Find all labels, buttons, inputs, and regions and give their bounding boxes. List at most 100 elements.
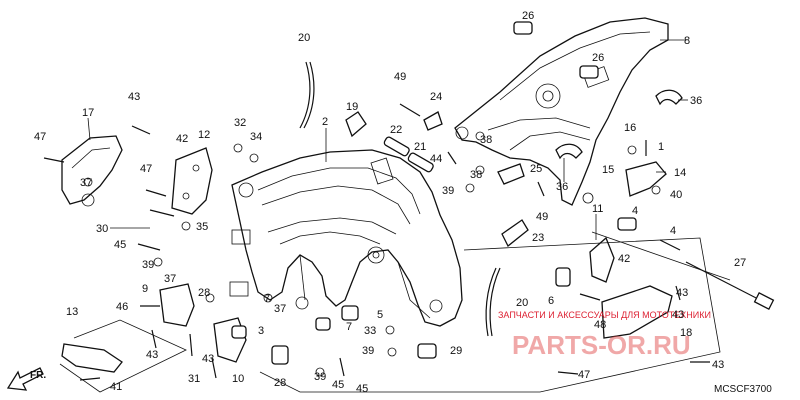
callout-28: 28	[274, 377, 286, 389]
engine-hanger-17	[61, 135, 123, 207]
callout-13: 13	[66, 306, 78, 318]
watermark-text: ЗАПЧАСТИ И АКСЕССУАРЫ ДЛЯ МОТОТЕХНИКИ	[498, 310, 711, 320]
callout-43: 43	[146, 349, 158, 361]
clip-26-top	[513, 21, 533, 35]
bushing-7	[315, 317, 331, 331]
long-bolt-27	[685, 261, 775, 310]
collar-22	[383, 136, 410, 157]
watermark-logo: PARTS-OR.RU	[512, 330, 691, 360]
step-bracket-14	[625, 161, 667, 197]
callout-17: 17	[82, 107, 94, 119]
callout-20: 20	[298, 32, 310, 44]
main-frame	[229, 149, 463, 327]
stay-24	[423, 111, 443, 131]
callout-43: 43	[676, 287, 688, 299]
bracket-plate-12	[171, 147, 213, 215]
callout-47: 47	[140, 163, 152, 175]
callout-22: 22	[390, 124, 402, 136]
bushing-4	[617, 217, 637, 231]
clip-19	[345, 111, 367, 138]
hanger-11	[589, 236, 615, 283]
callout-3: 3	[258, 325, 264, 337]
callout-18: 18	[680, 327, 692, 339]
callout-37: 37	[274, 303, 286, 315]
clamp-36-right	[655, 89, 683, 106]
callout-49: 49	[536, 211, 548, 223]
callout-5: 5	[377, 309, 383, 321]
callout-40: 40	[670, 189, 682, 201]
callout-39: 39	[142, 259, 154, 271]
callout-14: 14	[674, 167, 686, 179]
callout-21: 21	[414, 141, 426, 153]
callout-4: 4	[632, 205, 638, 217]
lower-mount-10	[213, 317, 247, 363]
lower-mount-9	[159, 283, 195, 327]
callout-11: 11	[592, 203, 603, 215]
callout-36: 36	[690, 95, 702, 107]
callout-10: 10	[232, 373, 244, 385]
tube-20-top	[299, 61, 315, 129]
callout-41: 41	[110, 381, 122, 393]
callout-12: 12	[198, 129, 210, 141]
bushing-29	[417, 343, 437, 359]
callout-34: 34	[250, 131, 262, 143]
callouts: 1 2 3 4 4 5 6 7 7 8 9 10 11 12 13 14 15 …	[34, 10, 746, 395]
region-lines	[59, 231, 731, 393]
callout-48: 48	[594, 319, 606, 331]
leader-lines	[87, 39, 688, 240]
callout-38: 38	[470, 169, 482, 181]
callout-44: 44	[430, 153, 442, 165]
callout-43: 43	[202, 353, 214, 365]
callout-45: 45	[114, 239, 126, 251]
callout-39: 39	[362, 345, 374, 357]
callout-25: 25	[530, 163, 542, 175]
callout-37: 37	[164, 273, 176, 285]
hanger-bar-18	[601, 285, 673, 339]
watermark: ЗАПЧАСТИ И АКСЕССУАРЫ ДЛЯ МОТОТЕХНИКИ PA…	[498, 310, 711, 360]
clip-26-mid	[579, 65, 599, 79]
clamp-36-mid	[555, 143, 583, 160]
callout-45: 45	[332, 379, 344, 391]
callout-4: 4	[670, 225, 676, 237]
bushing-6	[555, 267, 571, 287]
callout-8: 8	[684, 35, 690, 47]
callout-35: 35	[196, 221, 208, 233]
callout-19: 19	[346, 101, 358, 113]
callout-49: 49	[394, 71, 406, 83]
callout-27: 27	[734, 257, 746, 269]
callout-23: 23	[532, 232, 544, 244]
callout-26: 26	[592, 52, 604, 64]
callout-36: 36	[556, 181, 568, 193]
callout-43: 43	[712, 359, 724, 371]
callout-45: 45	[356, 383, 368, 395]
callout-33: 33	[364, 325, 376, 337]
front-direction-label: FR.	[30, 370, 46, 381]
callout-39: 39	[442, 185, 454, 197]
callout-20: 20	[516, 297, 528, 309]
callout-42: 42	[176, 133, 188, 145]
callout-42: 42	[618, 253, 630, 265]
collar-21	[407, 152, 434, 173]
bushing-5	[341, 305, 359, 321]
callout-1: 1	[658, 141, 664, 153]
bolts	[43, 103, 710, 381]
strap-23	[501, 219, 529, 248]
callout-43: 43	[672, 309, 684, 321]
callout-16: 16	[624, 122, 636, 134]
stay-25	[497, 163, 525, 185]
callout-31: 31	[188, 373, 200, 385]
bushing-28	[271, 345, 289, 365]
callout-28: 28	[198, 287, 210, 299]
diagram-code: MCSCF3700	[714, 384, 772, 395]
callout-7: 7	[264, 293, 270, 305]
callout-24: 24	[430, 91, 442, 103]
callout-37: 37	[80, 177, 92, 189]
callout-26: 26	[522, 10, 534, 22]
callout-32: 32	[234, 117, 246, 129]
callout-39: 39	[314, 371, 326, 383]
callout-29: 29	[450, 345, 462, 357]
callout-47: 47	[578, 369, 590, 381]
tube-20-bottom	[485, 267, 501, 337]
callout-9: 9	[142, 283, 148, 295]
callout-46: 46	[116, 301, 128, 313]
